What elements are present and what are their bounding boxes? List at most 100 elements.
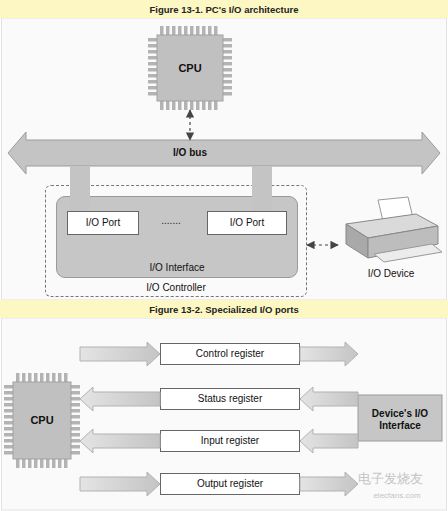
node-label: I/O Controller	[146, 282, 205, 294]
chip-pin	[4, 433, 13, 437]
chip-pin	[34, 459, 38, 468]
chip-pin	[71, 451, 80, 455]
chip-pin	[4, 445, 13, 449]
chip-pin	[4, 439, 13, 443]
chip-pin	[148, 56, 157, 60]
node-label: I/O Interface	[149, 262, 204, 274]
bus-band	[8, 132, 440, 174]
chip-pin	[202, 101, 206, 110]
node-label: I/O Device	[368, 268, 415, 280]
io-port: I/O Port	[207, 211, 287, 235]
chip-pin	[148, 68, 157, 72]
chip-pin	[223, 44, 232, 48]
register-box: Output register	[160, 473, 300, 495]
dashed-arrow	[189, 110, 190, 140]
chip-pin	[214, 101, 218, 110]
chip-pin	[52, 373, 56, 382]
node-label: Output register	[197, 478, 263, 490]
chip-pin	[223, 86, 232, 90]
dashed-arrow	[307, 244, 338, 245]
chip-pin	[4, 403, 13, 407]
chip-pin	[71, 385, 80, 389]
io-bus-shape	[22, 140, 426, 166]
chip-pin	[34, 373, 38, 382]
chip-pin	[4, 409, 13, 413]
printer-side	[346, 224, 368, 258]
chip-pin	[190, 26, 194, 35]
block-arrow	[300, 429, 358, 453]
chip-pin	[58, 459, 62, 468]
chip-pin	[58, 373, 62, 382]
figure-area	[2, 318, 447, 510]
chip-pin	[71, 415, 80, 419]
block-arrow	[300, 472, 358, 496]
interface-box	[358, 395, 442, 441]
chip-pin	[4, 427, 13, 431]
chip-drawing	[4, 373, 80, 468]
chip-pin	[178, 26, 182, 35]
chip-pin	[16, 459, 20, 468]
io-device: I/O Device	[338, 196, 444, 282]
node-label: CPU	[178, 62, 201, 74]
chip-pin	[196, 101, 200, 110]
chip-pin	[223, 50, 232, 54]
node-label: I/O Port	[86, 217, 120, 229]
cpu-chip: CPU	[4, 340, 80, 500]
register-box: Status register	[160, 388, 300, 410]
chip-pin	[214, 26, 218, 35]
chip-pin	[184, 101, 188, 110]
chip-pin	[148, 74, 157, 78]
chip-pin	[71, 433, 80, 437]
chip-pin	[160, 26, 164, 35]
caption-band	[0, 300, 448, 318]
ellipsis: .......	[140, 212, 202, 228]
io-interface: I/O Interface I/O Port I/O Port	[56, 196, 298, 278]
cpu-chip: CPU	[148, 26, 232, 110]
chip-pin	[208, 101, 212, 110]
figure-caption: Figure 13-1. PC's I/O architecture	[0, 0, 448, 18]
chip-pin	[52, 459, 56, 468]
chip-pin	[160, 101, 164, 110]
chip-pin	[184, 26, 188, 35]
watermark: 电子发烧友	[336, 470, 444, 488]
chip-pin	[4, 451, 13, 455]
chip-pin	[223, 74, 232, 78]
chip-pin	[28, 373, 32, 382]
chip-pin	[71, 445, 80, 449]
printer-tray	[374, 244, 442, 262]
node-label: Status register	[198, 393, 262, 405]
chip-pin	[4, 421, 13, 425]
chip-pin	[196, 26, 200, 35]
chip-pin	[71, 421, 80, 425]
node-label: I/O Port	[230, 217, 264, 229]
chip-pin	[71, 403, 80, 407]
chip-pin	[172, 26, 176, 35]
chip-pin	[40, 373, 44, 382]
figure-area	[2, 18, 447, 300]
chip-pin	[64, 373, 68, 382]
chip-pin	[4, 397, 13, 401]
register-box: Control register	[160, 343, 300, 365]
chip-pin	[71, 427, 80, 431]
chip-pin	[148, 38, 157, 42]
chip-pin	[71, 397, 80, 401]
chip-pin	[28, 459, 32, 468]
node-label: Input register	[201, 435, 259, 447]
block-arrow	[80, 472, 160, 496]
chip-pin	[148, 92, 157, 96]
chip-pin	[223, 68, 232, 72]
chip-pin	[40, 459, 44, 468]
chip-pin	[148, 50, 157, 54]
chip-drawing	[148, 26, 232, 110]
chip-pin	[208, 26, 212, 35]
caption-band	[0, 0, 448, 18]
chip-pin	[223, 92, 232, 96]
chip-pin	[4, 415, 13, 419]
chip-pin	[148, 86, 157, 90]
chip-pin	[172, 101, 176, 110]
chip-pin	[190, 101, 194, 110]
chip-pin	[71, 439, 80, 443]
chip-pin	[148, 80, 157, 84]
chip-pin	[223, 38, 232, 42]
